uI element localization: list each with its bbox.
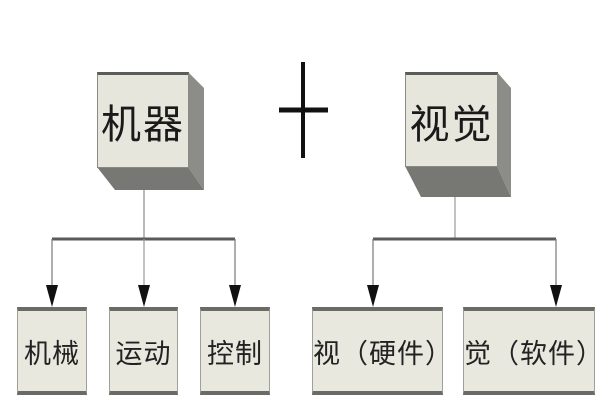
leaf-vision-software: 觉（软件）: [463, 307, 600, 395]
vision-node: 视觉: [405, 72, 515, 200]
vision-label: 视觉: [405, 72, 498, 167]
leaf-control: 控制: [200, 307, 270, 395]
arrow-icon: [550, 285, 562, 307]
leaf-motion: 运动: [109, 307, 178, 395]
arrow-icon: [138, 285, 150, 307]
leaf-mechanics: 机械: [17, 307, 87, 395]
arrow-icon: [229, 285, 241, 307]
machine-label: 机器: [97, 72, 189, 168]
leaf-vision-hardware: 视（硬件）: [312, 307, 452, 395]
plus-icon: [279, 62, 328, 158]
machine-node: 机器: [97, 72, 207, 192]
arrow-icon: [367, 285, 379, 307]
arrow-icon: [46, 285, 58, 307]
